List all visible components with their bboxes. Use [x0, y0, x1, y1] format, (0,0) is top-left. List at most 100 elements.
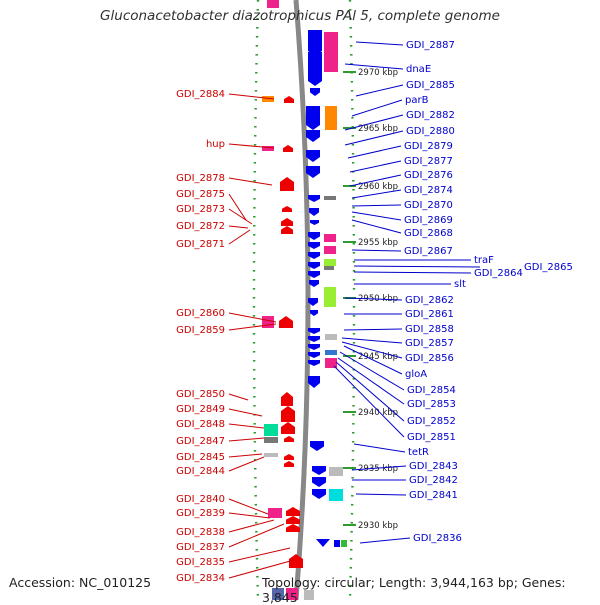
- right-gene-label: GDI_2887: [406, 40, 455, 51]
- right-label-leader: [353, 265, 481, 268]
- gene-arrow-forward: [308, 328, 320, 334]
- left-label-leader: [228, 498, 269, 515]
- left-gene-label: GDI_2838: [176, 527, 225, 538]
- gene-arrow-reverse: [281, 422, 295, 434]
- right-label-leader: [344, 114, 404, 131]
- gene-arrow-forward: [308, 52, 322, 86]
- gene-arrow-forward: [306, 150, 320, 162]
- gene-box: [272, 588, 284, 600]
- left-gene-label: GDI_2844: [176, 466, 225, 477]
- gene-box: [324, 234, 336, 242]
- right-label-leader: [343, 328, 403, 331]
- right-label-leader: [355, 84, 404, 97]
- right-label-leader: [351, 249, 402, 252]
- gene-arrow-reverse: [284, 454, 294, 460]
- right-gene-label: GDI_2874: [404, 185, 453, 196]
- gene-box: [304, 590, 314, 600]
- gene-box: [264, 453, 278, 457]
- scale-label: 2940 kbp: [358, 408, 398, 418]
- left-gene-label: GDI_2873: [176, 204, 225, 215]
- right-label-leader: [343, 345, 403, 375]
- gene-box: [324, 196, 336, 200]
- gene-arrow-reverse: [281, 392, 293, 406]
- right-label-leader: [337, 357, 405, 405]
- gene-box: [324, 32, 338, 72]
- gene-box: [325, 106, 337, 130]
- right-label-leader: [355, 41, 404, 46]
- left-gene-label: GDI_2878: [176, 173, 225, 184]
- left-label-leader: [228, 437, 265, 442]
- accession-label: Accession: NC_010125: [9, 575, 152, 590]
- left-gene-label: GDI_2872: [176, 221, 225, 232]
- gene-arrow-reverse: [286, 524, 300, 532]
- right-gene-label: GDI_2857: [405, 338, 454, 349]
- scale-label: 2945 kbp: [358, 352, 398, 362]
- gene-arrow-reverse: [284, 436, 294, 442]
- map-title: Gluconacetobacter diazotrophicus PAl 5, …: [100, 8, 500, 24]
- right-gene-label: GDI_2867: [404, 246, 453, 257]
- left-label-leader: [228, 93, 275, 100]
- right-gene-label: GDI_2841: [409, 490, 458, 501]
- right-label-leader: [347, 145, 402, 159]
- gene-arrow-forward: [308, 344, 320, 350]
- gene-arrow-forward: [316, 539, 330, 547]
- gene-box: [268, 508, 282, 518]
- gene-arrow-reverse: [286, 516, 300, 524]
- right-label-leader: [351, 99, 403, 117]
- gene-box: [286, 588, 298, 600]
- right-label-leader: [353, 271, 472, 274]
- right-label-leader: [351, 189, 402, 199]
- right-label-leader: [335, 361, 405, 422]
- right-label-leader: [351, 211, 402, 221]
- left-label-leader: [228, 456, 265, 472]
- right-gene-label: GDI_2861: [405, 309, 454, 320]
- gene-arrow-reverse: [281, 406, 295, 422]
- right-gene-label: GDI_2865: [524, 262, 573, 273]
- gene-box: [325, 350, 337, 355]
- right-label-leader: [344, 297, 403, 301]
- gene-arrow-forward: [310, 310, 318, 316]
- gene-arrow-forward: [308, 232, 320, 240]
- gene-arrow-forward: [309, 208, 319, 216]
- left-gene-label: GDI_2884: [176, 89, 225, 100]
- gene-arrow-forward: [306, 106, 320, 130]
- gene-arrow-reverse: [279, 316, 293, 328]
- left-gene-label: GDI_2859: [176, 325, 225, 336]
- left-gene-label: GDI_2837: [176, 542, 225, 553]
- right-label-leader: [351, 465, 407, 471]
- gene-arrow-forward: [312, 477, 326, 487]
- right-gene-label: parB: [405, 95, 429, 106]
- right-label-leader: [351, 219, 402, 234]
- gene-arrow-forward: [310, 220, 319, 225]
- left-label-leader: [228, 519, 275, 533]
- gene-arrow-reverse: [284, 96, 294, 103]
- left-label-leader: [228, 393, 249, 401]
- left-label-leader: [228, 177, 273, 186]
- gene-box: [334, 540, 340, 547]
- gene-box: [264, 437, 278, 443]
- left-label-leader: [228, 423, 265, 429]
- gene-arrow-reverse: [282, 206, 292, 212]
- gene-box: [262, 96, 274, 102]
- gene-box: [324, 259, 336, 266]
- left-gene-label: GDI_2849: [176, 404, 225, 415]
- left-label-leader: [228, 225, 249, 229]
- scale-label: 2955 kbp: [358, 238, 398, 248]
- left-gene-label: GDI_2850: [176, 389, 225, 400]
- scale-label: 2965 kbp: [358, 124, 398, 134]
- gene-arrow-forward: [308, 336, 320, 342]
- right-gene-label: GDI_2854: [407, 385, 456, 396]
- gene-arrow-reverse: [281, 226, 293, 234]
- gene-box: [267, 0, 279, 8]
- gene-box: [264, 424, 278, 436]
- left-gene-label: GDI_2848: [176, 419, 225, 430]
- gene-arrow-forward: [312, 489, 326, 499]
- gene-arrow-forward: [310, 441, 324, 451]
- gene-box: [329, 489, 343, 501]
- left-label-leader: [228, 312, 277, 323]
- right-gene-label: GDI_2882: [406, 110, 455, 121]
- right-gene-label: GDI_2880: [406, 126, 455, 137]
- left-gene-label: GDI_2835: [176, 557, 225, 568]
- gene-box: [324, 287, 336, 307]
